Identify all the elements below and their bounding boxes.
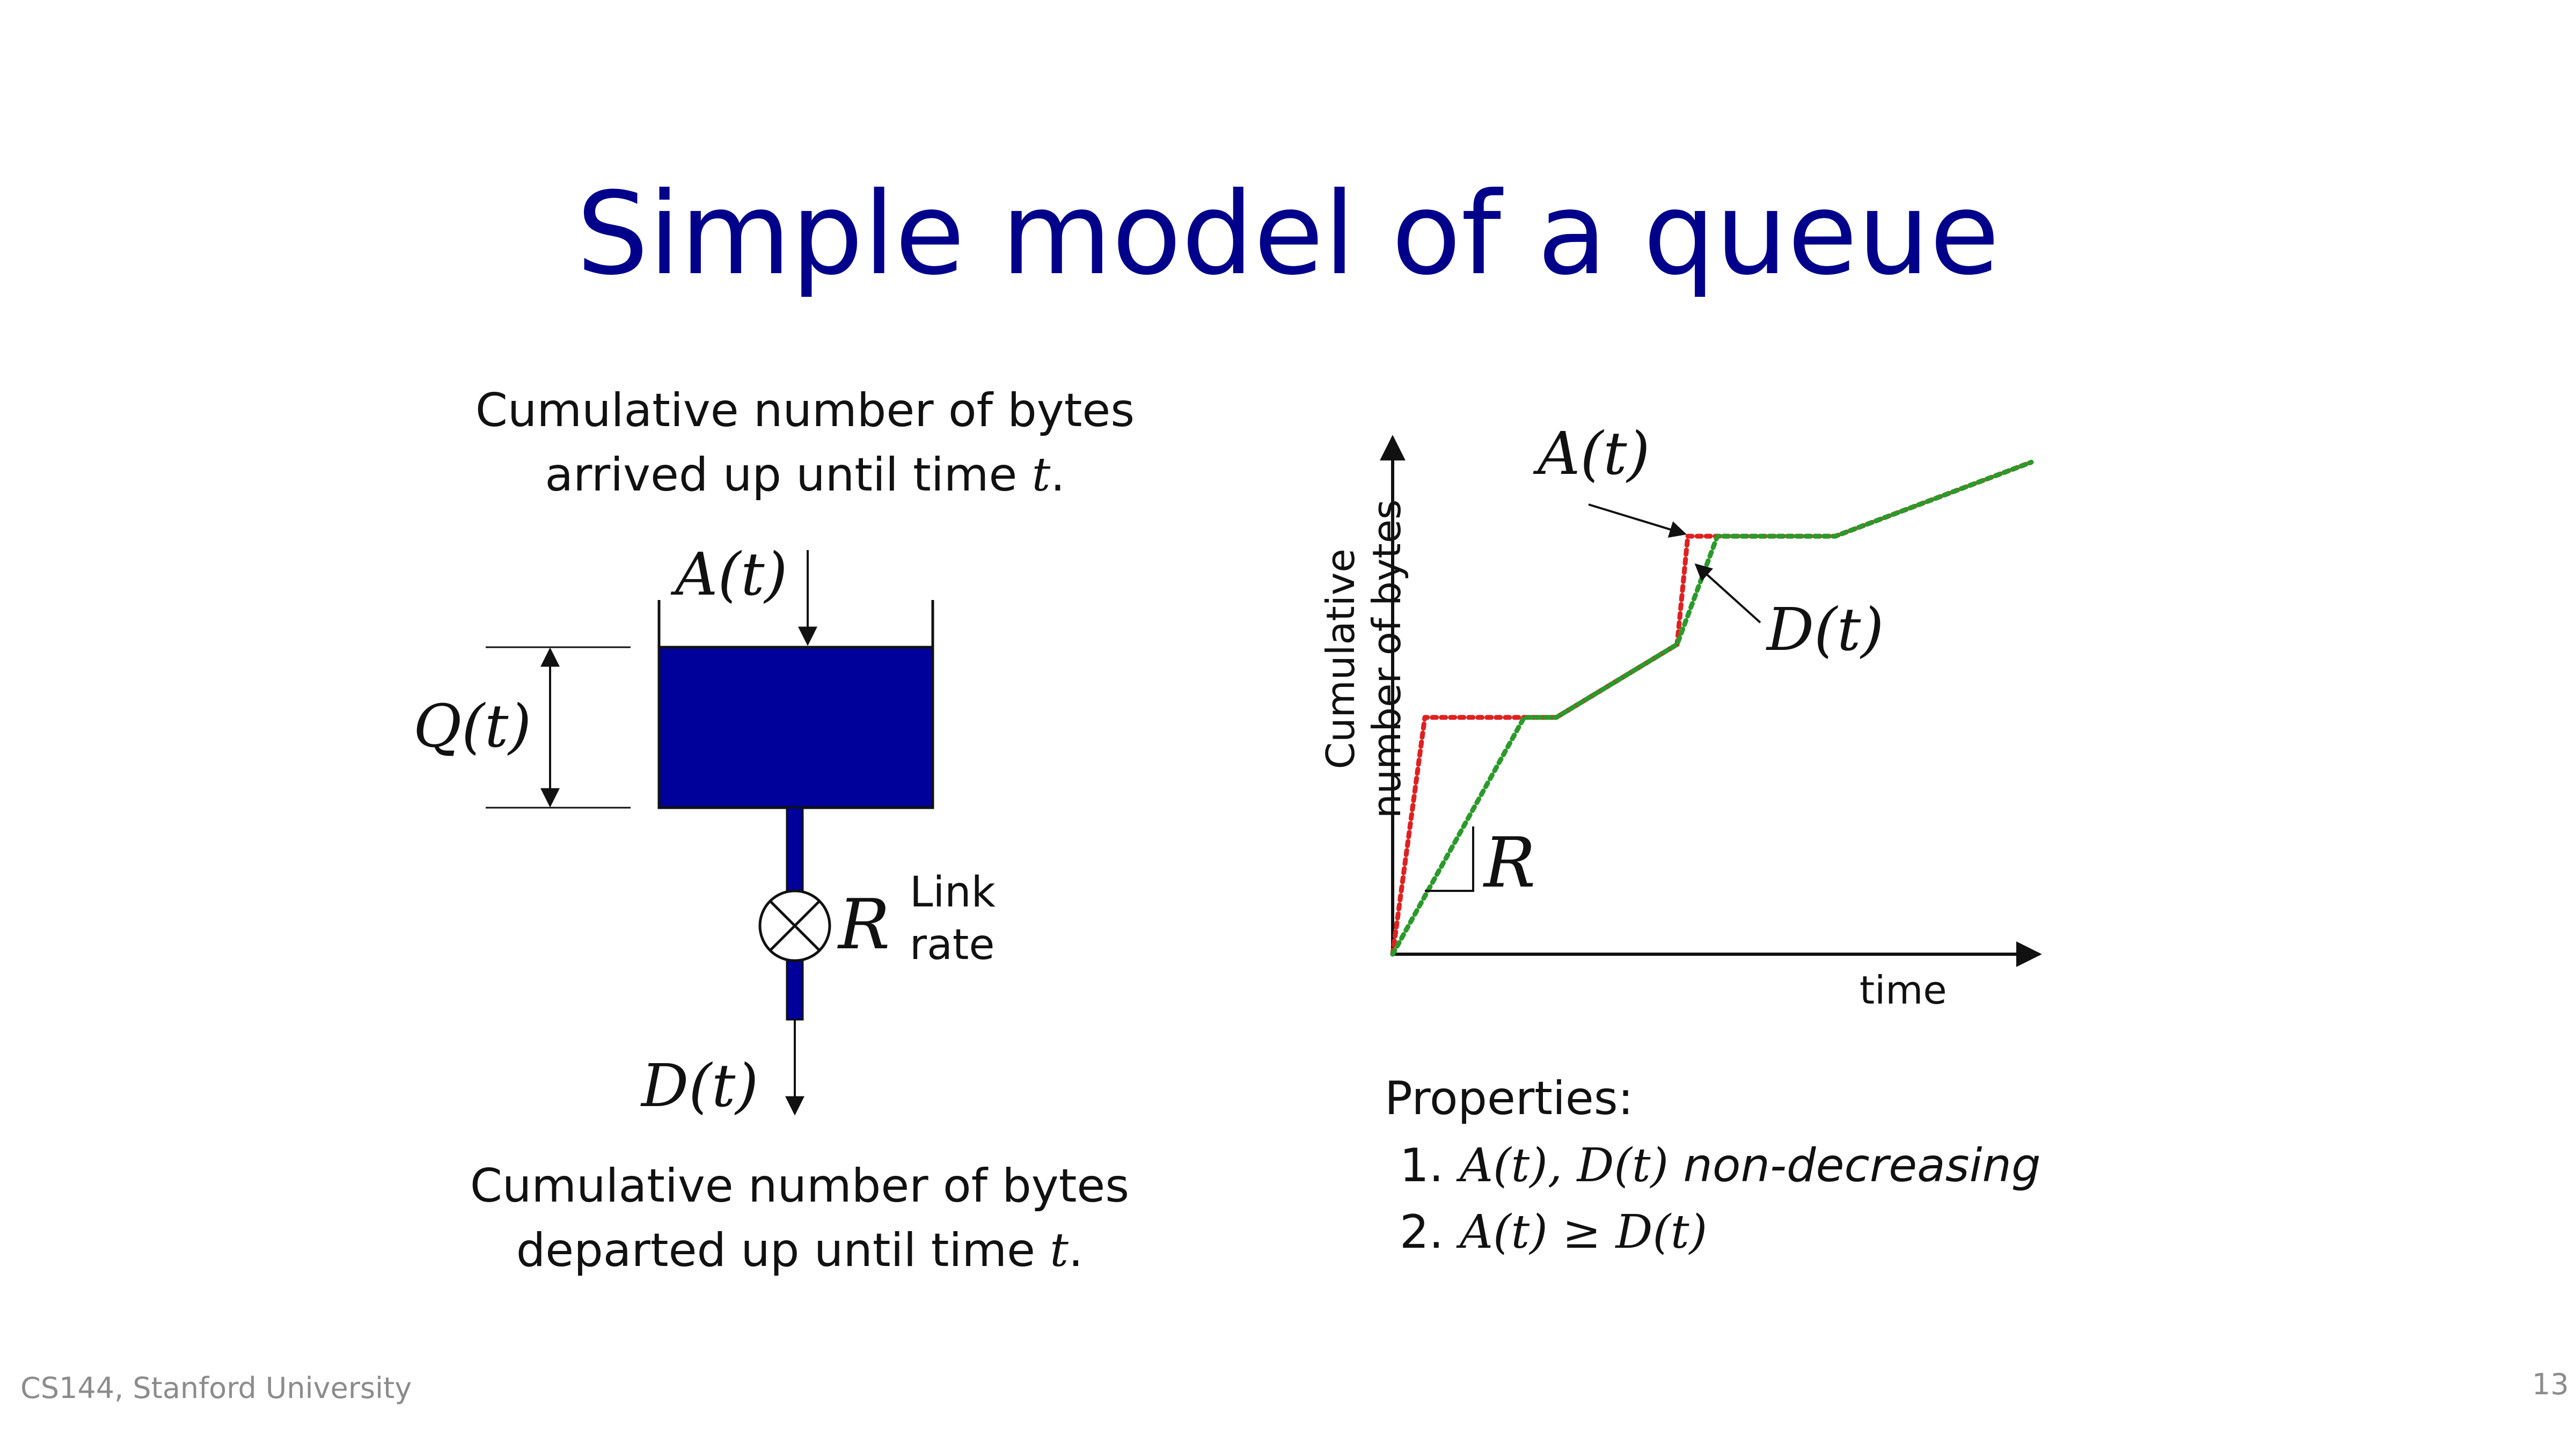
y-axis-label-line1: Cumulative <box>1318 548 1363 770</box>
arrivals-caption-line2: arrived up until time t. <box>545 448 1065 502</box>
properties-heading: Properties: <box>1385 1072 1634 1125</box>
queue-length-label: Q(t) <box>413 692 532 760</box>
departure-annotation-arrow <box>1694 563 1761 624</box>
series-departures-line <box>1390 459 2034 957</box>
property-item: 1.A(t), D(t) non-decreasing <box>1399 1138 2041 1192</box>
y-axis-label-line2: number of bytes <box>1364 499 1410 818</box>
chart-arrival-annotation: A(t) <box>1538 419 1650 488</box>
outlet-pipe-upper <box>786 807 804 895</box>
chart-departure-annotation: D(t) <box>1767 595 1884 664</box>
chart-series-layer <box>1390 459 2034 957</box>
footer-course: CS144, Stanford University <box>20 1371 412 1405</box>
arrivals-caption: Cumulative number of bytes arrived up un… <box>451 378 1159 508</box>
departures-caption-line1: Cumulative number of bytes <box>470 1159 1130 1213</box>
chart-rate-annotation: R <box>1484 823 1536 903</box>
queue-fluid <box>657 646 934 809</box>
arrival-label: A(t) <box>675 540 788 609</box>
outlet-pipe-lower <box>786 957 804 1021</box>
arrivals-caption-line1: Cumulative number of bytes <box>475 384 1135 437</box>
footer-page-number: 13 <box>2532 1367 2569 1401</box>
arrival-annotation-arrow <box>1588 503 1687 538</box>
rate-slope-triangle <box>1425 826 1474 892</box>
y-axis-label: Cumulative number of bytes <box>1318 499 1410 818</box>
page-title: Simple model of a queue <box>576 167 2000 300</box>
rate-label: R <box>838 885 890 965</box>
property-item: 2.A(t) ≥ D(t) <box>1399 1205 1708 1260</box>
departures-caption: Cumulative number of bytes departed up u… <box>451 1154 1148 1283</box>
x-axis-label: time <box>1860 968 1947 1013</box>
departures-caption-line2: departed up until time t. <box>516 1224 1084 1278</box>
link-rate-label: Link rate <box>910 868 996 969</box>
link-rate-valve-icon <box>758 889 831 962</box>
departure-label: D(t) <box>641 1051 759 1120</box>
properties-list: Properties: 1.A(t), D(t) non-decreasing … <box>1385 1065 2041 1266</box>
